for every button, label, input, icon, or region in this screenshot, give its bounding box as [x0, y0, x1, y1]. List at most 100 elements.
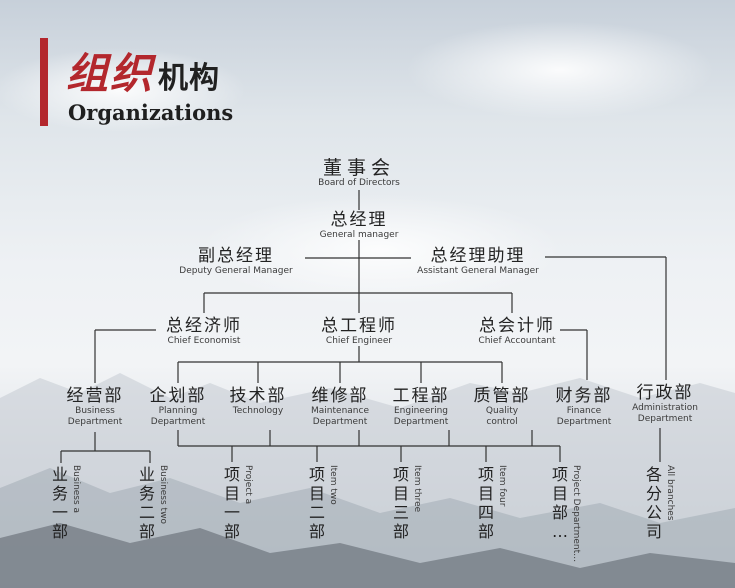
node-maintenance-cn: 维修部: [311, 386, 369, 406]
subunit-business-a-char: 一: [52, 503, 69, 522]
subunit-project-four-en: Item four: [497, 465, 508, 507]
subunit-project-a-char: 一: [224, 503, 241, 522]
title-red-text: 组织: [66, 49, 155, 98]
subunit-project-two: 项 目 二 部 Item two: [309, 465, 338, 541]
node-chief-accountant: 总会计师 Chief Accountant: [478, 316, 555, 347]
subunit-project-a-char: 项: [224, 465, 241, 484]
node-finance-en2: Department: [556, 417, 612, 427]
node-board-cn: 董事会: [322, 157, 396, 179]
subunit-branches-char: 分: [646, 484, 663, 503]
node-quality-en2: control: [486, 417, 518, 427]
subunit-project-a: 项 目 一 部 Project a: [224, 465, 253, 541]
node-maintenance-en2: Department: [312, 417, 368, 427]
subunit-project-three: 项 目 三 部 Item three: [393, 465, 422, 541]
node-economist-en: Chief Economist: [167, 336, 241, 346]
subunit-project-more: 项 目 部 … Project Department…: [552, 465, 581, 562]
node-technology-en1: Technology: [232, 406, 284, 416]
subunit-branches-en: All branches: [665, 465, 676, 521]
subunit-branches-char: 司: [646, 522, 663, 541]
subunit-business-two: 业 务 二 部 Business two: [139, 465, 168, 541]
page-subtitle: Organizations: [68, 100, 234, 125]
subunit-business-two-char: 务: [139, 484, 156, 503]
node-admin-dept: 行政部 Administration Department: [632, 383, 698, 425]
node-quality-dept: 质管部 Quality control: [474, 386, 531, 428]
node-agm-cn: 总经理助理: [430, 246, 526, 266]
subunit-all-branches: 各 分 公 司 All branches: [646, 465, 675, 541]
node-dgm-en: Deputy General Manager: [179, 266, 293, 276]
node-chief-economist: 总经济师 Chief Economist: [166, 316, 242, 347]
subunit-project-more-char: 项: [552, 465, 569, 484]
node-engineering-cn: 工程部: [392, 386, 450, 406]
node-quality-cn: 质管部: [473, 386, 531, 406]
node-chief-engineer: 总工程师 Chief Engineer: [321, 316, 397, 347]
subunit-branches-char: 各: [646, 465, 663, 484]
subunit-project-four-char: 四: [478, 503, 495, 522]
subunit-business-two-char: 业: [139, 465, 156, 484]
node-general-manager: 总经理 General manager: [320, 210, 399, 241]
subunit-project-three-char: 三: [393, 503, 410, 522]
subunit-business-a-char: 业: [52, 465, 69, 484]
node-assistant-gm: 总经理助理 Assistant General Manager: [417, 246, 539, 277]
node-business-en1: Business: [75, 406, 115, 416]
node-engineering-dept: 工程部 Engineering Department: [393, 386, 450, 428]
subunit-business-two-char: 部: [139, 522, 156, 541]
node-planning-en2: Department: [150, 417, 206, 427]
subunit-business-a-en: Business a: [71, 465, 82, 514]
page-title: 组织 机构: [66, 40, 220, 101]
subunit-project-a-char: 部: [224, 522, 241, 541]
subunit-business-a-char: 部: [52, 522, 69, 541]
subunit-project-four-char: 部: [478, 522, 495, 541]
subunit-project-more-char: 部: [552, 503, 569, 522]
node-business-dept: 经营部 Business Department: [67, 386, 124, 428]
node-dgm-cn: 副总经理: [197, 246, 274, 266]
node-economist-cn: 总经济师: [166, 316, 242, 336]
node-agm-en: Assistant General Manager: [417, 266, 539, 276]
node-gm-en: General manager: [319, 230, 399, 240]
title-black-text: 机构: [158, 61, 221, 96]
node-planning-en1: Planning: [158, 406, 198, 416]
node-finance-en1: Finance: [566, 406, 602, 416]
node-business-en2: Department: [67, 417, 123, 427]
node-technology-dept: 技术部 Technology: [230, 386, 287, 417]
subunit-project-a-char: 目: [224, 484, 241, 503]
node-deputy-gm: 副总经理 Deputy General Manager: [179, 246, 292, 277]
node-technology-cn: 技术部: [229, 386, 287, 406]
subunit-project-four-char: 目: [478, 484, 495, 503]
node-admin-en1: Administration: [632, 403, 698, 413]
node-planning-dept: 企划部 Planning Department: [150, 386, 207, 428]
node-planning-cn: 企划部: [149, 386, 207, 406]
node-finance-cn: 财务部: [555, 386, 613, 406]
subunit-project-three-char: 部: [393, 522, 410, 541]
node-maintenance-en1: Maintenance: [311, 406, 369, 416]
subunit-project-more-en: Project Department…: [571, 465, 582, 563]
node-finance-dept: 财务部 Finance Department: [556, 386, 613, 428]
subunit-project-three-char: 目: [393, 484, 410, 503]
node-engineer-en: Chief Engineer: [325, 336, 393, 346]
subunit-project-more-char: …: [552, 522, 568, 541]
subunit-project-two-char: 二: [309, 503, 326, 522]
subunit-project-three-char: 项: [393, 465, 410, 484]
node-engineering-en2: Department: [393, 417, 449, 427]
subunit-project-two-en: Item two: [328, 465, 339, 505]
node-quality-en1: Quality: [485, 406, 519, 416]
node-business-cn: 经营部: [66, 386, 124, 406]
subunit-project-two-char: 项: [309, 465, 326, 484]
subunit-branches-char: 公: [646, 503, 663, 522]
node-engineer-cn: 总工程师: [321, 316, 397, 336]
subunit-business-a: 业 务 一 部 Business a: [52, 465, 81, 541]
node-board-of-directors: 董事会 Board of Directors: [318, 158, 400, 189]
subunit-project-three-en: Item three: [412, 465, 423, 513]
node-accountant-en: Chief Accountant: [478, 336, 556, 346]
subunit-project-more-char: 目: [552, 484, 569, 503]
subunit-business-two-en: Business two: [158, 465, 169, 524]
node-board-en: Board of Directors: [318, 178, 400, 188]
subunit-project-a-en: Project a: [243, 465, 254, 505]
node-gm-cn: 总经理: [330, 210, 388, 230]
subunit-business-two-char: 二: [139, 503, 156, 522]
title-accent-bar: [40, 38, 48, 126]
mountain-silhouette: [0, 373, 735, 588]
node-maintenance-dept: 维修部 Maintenance Department: [311, 386, 369, 428]
subunit-business-a-char: 务: [52, 484, 69, 503]
node-engineering-en1: Engineering: [394, 406, 448, 416]
